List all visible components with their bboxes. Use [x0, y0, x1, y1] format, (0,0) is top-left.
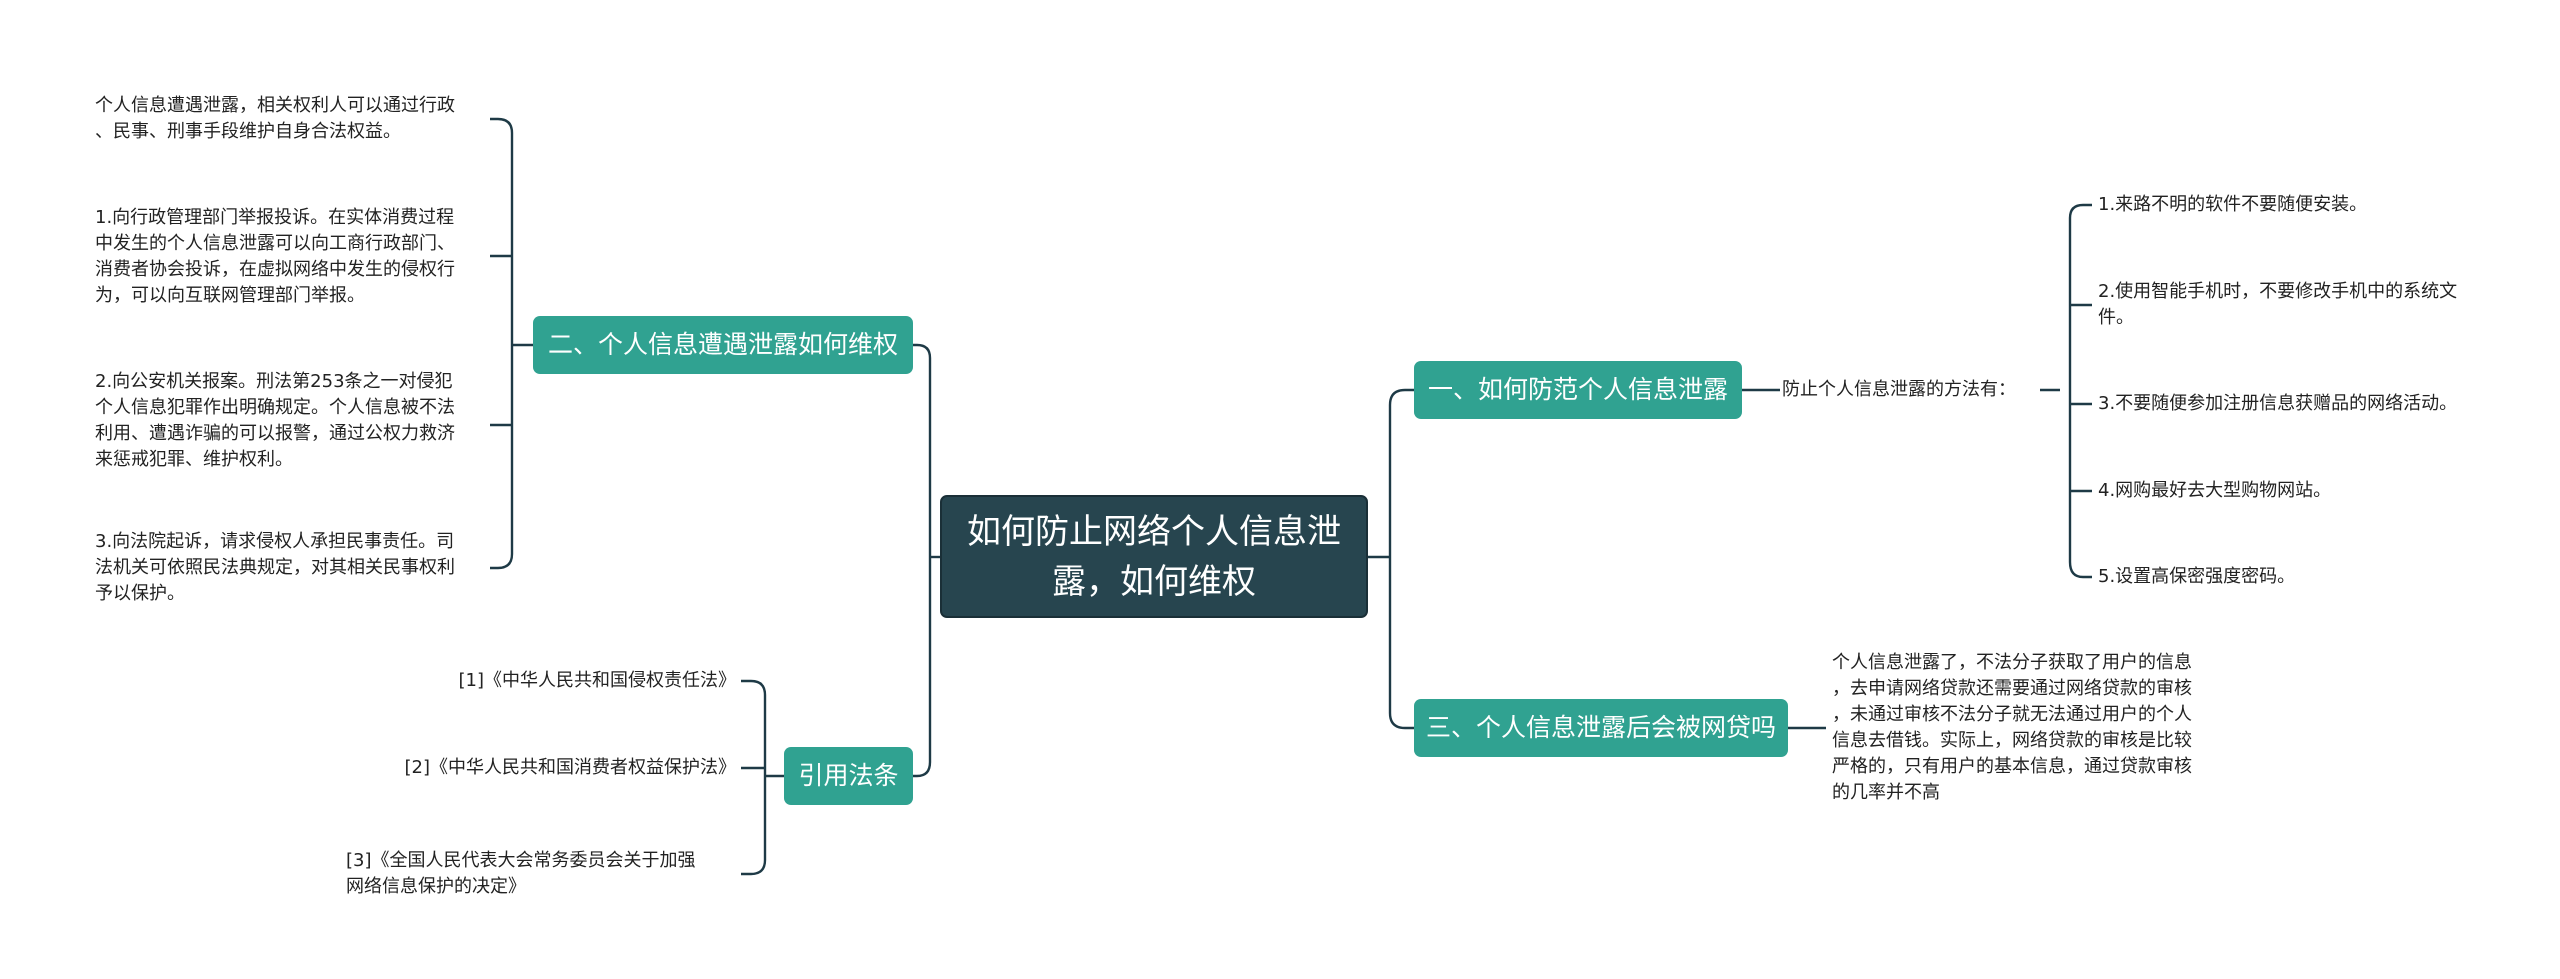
link-laws-items	[741, 679, 784, 876]
branch-laws[interactable]: 引用法条	[784, 747, 913, 805]
link-prevent-items	[2040, 203, 2092, 579]
link-rights-items	[490, 117, 533, 570]
link-trunk-left	[913, 343, 932, 778]
branch-prevent[interactable]: 一、如何防范个人信息泄露	[1414, 361, 1742, 419]
prevent-item-4[interactable]: 4.网购最好去大型购物网站。	[2098, 480, 2332, 501]
branch-rights[interactable]: 二、个人信息遭遇泄露如何维权	[533, 316, 913, 374]
prevent-item-2[interactable]: 2.使用智能手机时，不要修改手机中的系统文 件。	[2098, 281, 2458, 328]
prevent-item-5[interactable]: 5.设置高保密强度密码。	[2098, 566, 2296, 587]
law-item-2[interactable]: [2]《中华人民共和国消费者权益保护法》	[404, 757, 737, 778]
root-topic[interactable]: 如何防止网络个人信息泄露，如何维权	[940, 495, 1368, 618]
branch-loan[interactable]: 三、个人信息泄露后会被网贷吗	[1414, 699, 1788, 757]
rights-item-intro[interactable]: 个人信息遭遇泄露，相关权利人可以通过行政 、民事、刑事手段维护自身合法权益。	[95, 95, 455, 142]
rights-item-2[interactable]: 2.向公安机关报案。刑法第253条之一对侵犯 个人信息犯罪作出明确规定。个人信息…	[95, 371, 455, 470]
rights-item-3[interactable]: 3.向法院起诉，请求侵权人承担民事责任。司 法机关可依照民法典规定，对其相关民事…	[95, 531, 455, 604]
rights-item-1[interactable]: 1.向行政管理部门举报投诉。在实体消费过程 中发生的个人信息泄露可以向工商行政部…	[95, 207, 455, 306]
prevent-item-1[interactable]: 1.来路不明的软件不要随便安装。	[2098, 194, 2368, 215]
law-item-1[interactable]: [1]《中华人民共和国侵权责任法》	[458, 670, 737, 691]
prevent-item-3[interactable]: 3.不要随便参加注册信息获赠品的网络活动。	[2098, 393, 2458, 414]
link-trunk-right	[1388, 388, 1414, 730]
prevent-sub-label[interactable]: 防止个人信息泄露的方法有：	[1782, 379, 2016, 400]
loan-text[interactable]: 个人信息泄露了，不法分子获取了用户的信息 ，去申请网络贷款还需要通过网络贷款的审…	[1832, 652, 2192, 803]
law-item-3[interactable]: [3]《全国人民代表大会常务委员会关于加强 网络信息保护的决定》	[346, 850, 696, 897]
